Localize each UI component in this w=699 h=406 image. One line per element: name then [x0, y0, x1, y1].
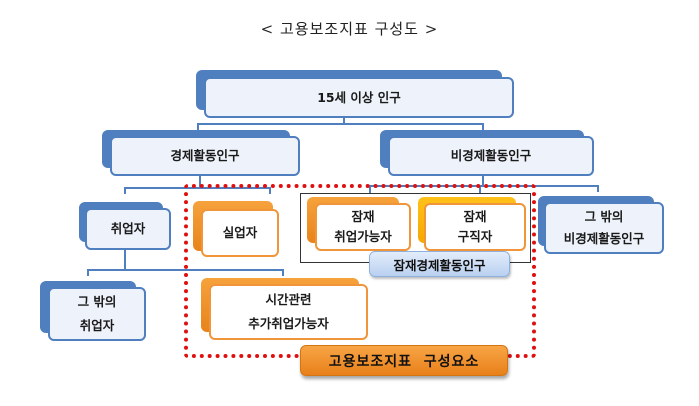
- node-employed: 취업자: [79, 202, 171, 250]
- node-unemployed: 실업자: [193, 201, 279, 257]
- diagram-title: < 고용보조지표 구성도 >: [260, 20, 439, 38]
- node-other-inactive: 그 밖의 비경제활동인구: [538, 196, 664, 254]
- node-label-line2: 추가취업가능자: [248, 316, 329, 331]
- node-other-employed: 그 밖의 취업자: [40, 281, 146, 341]
- node-label-line1: 그 밖의: [584, 209, 624, 224]
- label-text: 고용보조지표 구성요소: [328, 353, 480, 370]
- node-label-line1: 시간관련: [265, 292, 312, 307]
- potential-labor-force-label: 잠재경제활동인구: [369, 251, 510, 277]
- node-time-related-underemployed: 시간관련 추가취업가능자: [201, 278, 368, 340]
- node-label-line2: 취업자: [79, 318, 115, 333]
- node-label-line1: 그 밖의: [77, 294, 117, 309]
- node-label: 실업자: [222, 225, 258, 240]
- node-economically-inactive: 비경제활동인구: [380, 130, 594, 176]
- node-economically-active: 경제활동인구: [102, 130, 300, 176]
- node-label: 취업자: [110, 221, 146, 236]
- label-text: 잠재경제활동인구: [393, 257, 486, 273]
- node-label-line1: 잠재: [351, 209, 375, 224]
- supplementary-indicator-components-label: 고용보조지표 구성요소: [300, 345, 508, 376]
- node-label-line2: 구직자: [457, 229, 493, 244]
- node-label-line1: 잠재: [463, 209, 487, 224]
- node-label: 비경제활동인구: [450, 148, 532, 163]
- node-potential-seekers: 잠재 구직자: [418, 197, 526, 251]
- node-label-line2: 비경제활동인구: [563, 231, 645, 246]
- connector-root-split: [197, 118, 484, 130]
- node-population-15plus: 15세 이상 인구: [196, 70, 514, 118]
- node-label: 15세 이상 인구: [317, 89, 401, 105]
- node-potential-available: 잠재 취업가능자: [307, 197, 411, 251]
- node-label-line2: 취업가능자: [334, 229, 392, 244]
- node-label: 경제활동인구: [170, 148, 240, 163]
